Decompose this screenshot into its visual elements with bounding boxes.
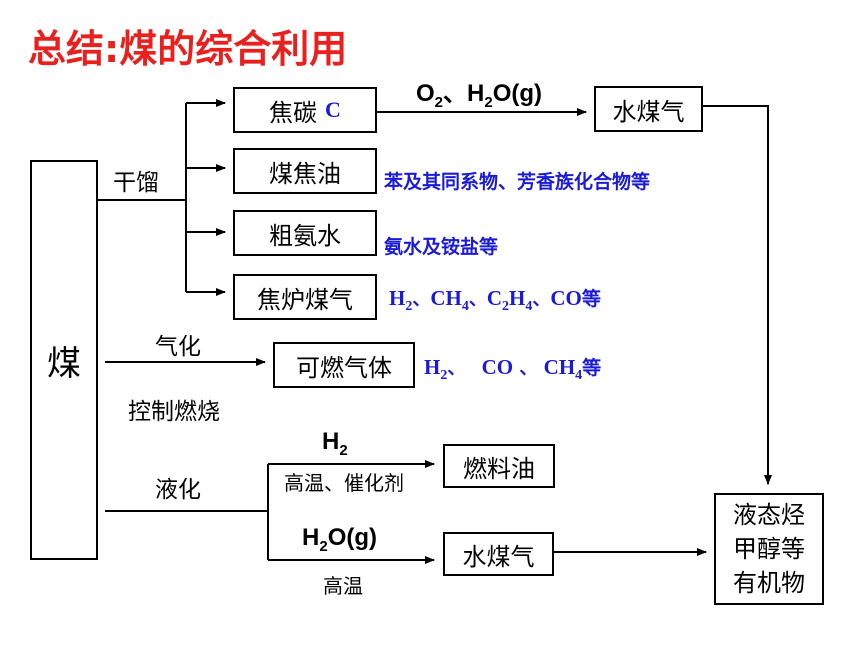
water-gas-to-final-line <box>703 105 772 485</box>
coal-tar-description: 苯及其同系物、芳香族化合物等 <box>384 171 651 193</box>
final-products-box: 液态烃 甲醇等 有机物 <box>714 493 824 605</box>
water-gas-top-box: 水煤气 <box>594 86 703 132</box>
h2-condition: H2 <box>322 428 348 459</box>
h2-symbol: H <box>322 428 340 455</box>
formula-h: H <box>389 286 406 310</box>
water-gas-top-label: 水煤气 <box>612 97 685 126</box>
coke-box: 焦碳 C <box>233 87 377 133</box>
crude-ammonia-description: 氨水及铵盐等 <box>384 236 499 258</box>
page-title: 总结:煤的综合利用 <box>28 27 348 71</box>
formula-ch: CH <box>543 355 576 379</box>
h2o-subscript: 2 <box>484 93 493 111</box>
coal-tar-label: 煤焦油 <box>269 159 341 188</box>
formula-tail: 等 <box>581 288 601 310</box>
final-line-1: 液态烃 <box>733 501 805 529</box>
coal-box: 煤 <box>30 160 98 560</box>
formula-sub: 4 <box>575 368 583 384</box>
combustible-gas-description: H2、 CO 、 CH4等 <box>424 353 601 384</box>
high-temp-label: 高温 <box>323 574 363 598</box>
o2-symbol: O <box>416 80 435 107</box>
formula-sep: 、 <box>513 358 544 379</box>
final-line-3: 有机物 <box>733 569 805 597</box>
formula-sub: 2 <box>440 368 448 384</box>
final-line-2: 甲醇等 <box>733 535 805 563</box>
water-gas-bottom-label: 水煤气 <box>462 542 535 571</box>
water-gas-bottom-box: 水煤气 <box>443 532 554 576</box>
dry-distillation-label: 干馏 <box>113 170 159 196</box>
coke-oven-gas-box: 焦炉煤气 <box>233 274 377 320</box>
formula-sub: 4 <box>461 299 469 315</box>
coke-label: 焦碳 <box>269 98 318 127</box>
combustible-gas-label: 可燃气体 <box>296 353 392 382</box>
crude-ammonia-label: 粗氨水 <box>269 221 341 250</box>
liquefaction-label: 液化 <box>155 477 201 503</box>
fuel-oil-box: 燃料油 <box>443 444 555 488</box>
formula-co: CO <box>550 286 582 310</box>
coke-symbol: C <box>325 97 341 122</box>
formula-sep: 、 <box>468 289 487 310</box>
fuel-oil-label: 燃料油 <box>463 454 535 483</box>
formula-tail: 等 <box>582 357 602 379</box>
combustible-gas-box: 可燃气体 <box>273 342 415 388</box>
coke-condition-formula: O2、H2O(g) <box>416 73 542 111</box>
h2o-symbol: H <box>302 524 320 551</box>
gasification-label: 气化 <box>155 334 201 360</box>
formula-ch: CH <box>430 286 462 310</box>
h2o-rest: O(g) <box>492 80 543 107</box>
formula-sep: 、 <box>412 289 431 310</box>
condition-separator: 、 <box>443 79 468 107</box>
high-temp-catalyst-label: 高温、催化剂 <box>284 471 404 495</box>
h2-subscript: 2 <box>339 441 348 459</box>
formula-co: CO <box>481 355 514 379</box>
coke-oven-gas-description: H2、CH4、C2H4、CO等 <box>389 284 601 315</box>
formula-sep: 、 <box>532 289 551 310</box>
formula-sub: 2 <box>502 299 510 315</box>
coal-tar-box: 煤焦油 <box>233 148 377 194</box>
formula-h: H <box>424 355 441 379</box>
formula-c: C <box>486 286 503 310</box>
crude-ammonia-box: 粗氨水 <box>233 210 377 256</box>
formula-sub: 4 <box>525 299 533 315</box>
h2o-rest: O(g) <box>327 524 377 551</box>
h2o-symbol: H <box>467 80 485 107</box>
h2o-condition: H2O(g) <box>302 524 377 555</box>
h2o-subscript: 2 <box>319 537 328 555</box>
formula-sub: 2 <box>405 299 413 315</box>
coal-label: 煤 <box>47 343 81 384</box>
o2-subscript: 2 <box>434 93 444 111</box>
controlled-combustion-label: 控制燃烧 <box>128 399 220 425</box>
coke-oven-gas-label: 焦炉煤气 <box>257 285 353 314</box>
formula-sep: 、 <box>447 358 472 379</box>
formula-h: H <box>509 286 526 310</box>
